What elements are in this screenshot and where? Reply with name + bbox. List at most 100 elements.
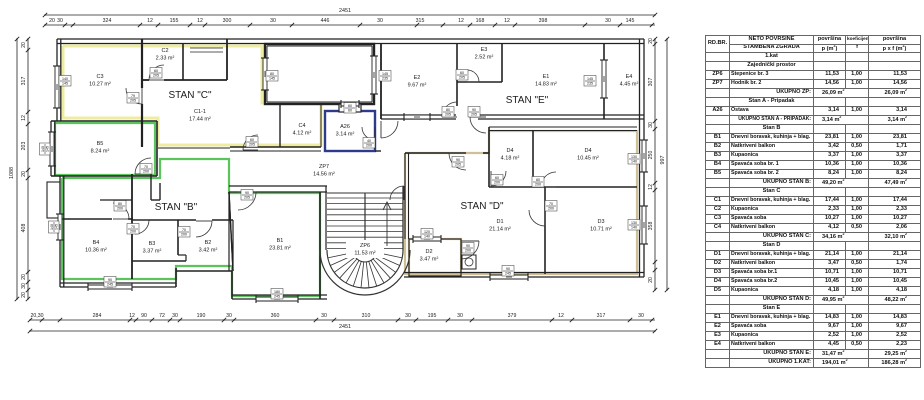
svg-text:12: 12 (648, 184, 654, 190)
svg-text:245: 245 (505, 272, 511, 276)
svg-text:14.56 m²: 14.56 m² (313, 172, 335, 178)
svg-text:30: 30 (638, 313, 644, 319)
svg-text:205: 205 (471, 113, 477, 117)
svg-text:17.44 m²: 17.44 m² (189, 117, 211, 123)
svg-text:E4: E4 (626, 74, 633, 80)
svg-text:205: 205 (153, 74, 159, 78)
svg-text:90: 90 (245, 191, 249, 195)
svg-text:90: 90 (108, 278, 112, 282)
svg-text:200: 200 (181, 233, 187, 237)
svg-text:STAN "B": STAN "B" (155, 202, 198, 213)
svg-text:205: 205 (244, 196, 250, 200)
svg-text:E1: E1 (543, 74, 550, 80)
svg-text:140: 140 (631, 160, 637, 164)
svg-text:E2: E2 (414, 75, 421, 81)
svg-text:20: 20 (21, 274, 27, 280)
svg-text:200: 200 (465, 249, 471, 253)
svg-text:14.83 m²: 14.83 m² (535, 82, 557, 88)
svg-text:70: 70 (131, 225, 135, 229)
svg-text:12: 12 (21, 115, 27, 121)
svg-text:30: 30 (270, 18, 276, 24)
svg-text:80: 80 (536, 178, 540, 182)
svg-text:10.71 m²: 10.71 m² (590, 227, 612, 233)
svg-text:3.37 m²: 3.37 m² (143, 249, 162, 255)
svg-text:20,30: 20,30 (31, 313, 44, 319)
svg-text:140: 140 (41, 146, 45, 152)
svg-text:140: 140 (62, 77, 68, 81)
svg-text:358: 358 (648, 222, 654, 231)
svg-text:90: 90 (141, 313, 147, 319)
svg-text:B1: B1 (277, 238, 284, 244)
svg-text:245: 245 (274, 295, 280, 299)
svg-text:E3: E3 (481, 47, 488, 53)
svg-text:145: 145 (269, 77, 275, 81)
svg-text:80: 80 (118, 202, 122, 206)
svg-text:C4: C4 (298, 123, 305, 129)
svg-text:200: 200 (535, 183, 541, 187)
svg-text:446: 446 (321, 18, 330, 24)
svg-text:2451: 2451 (339, 8, 351, 14)
svg-text:D2: D2 (425, 249, 432, 255)
svg-text:317: 317 (597, 313, 606, 319)
svg-text:408: 408 (21, 224, 27, 233)
svg-text:398: 398 (539, 18, 548, 24)
svg-text:145: 145 (62, 82, 68, 86)
svg-text:130: 130 (631, 221, 637, 225)
svg-text:11.53 m²: 11.53 m² (354, 251, 375, 257)
svg-text:1088: 1088 (9, 167, 15, 179)
svg-text:60: 60 (460, 71, 464, 75)
svg-text:70: 70 (144, 165, 148, 169)
svg-text:30: 30 (377, 18, 383, 24)
svg-text:140: 140 (50, 224, 54, 230)
svg-text:4.18 m²: 4.18 m² (501, 156, 520, 162)
svg-text:12: 12 (504, 18, 510, 24)
svg-text:20: 20 (648, 38, 654, 44)
svg-text:30: 30 (172, 313, 178, 319)
svg-text:B3: B3 (149, 241, 156, 247)
svg-text:60: 60 (348, 109, 352, 113)
svg-text:40: 40 (367, 139, 371, 143)
svg-text:145: 145 (626, 18, 635, 24)
svg-text:30: 30 (57, 18, 63, 24)
svg-text:2.33 m²: 2.33 m² (156, 56, 175, 62)
svg-text:30: 30 (648, 122, 654, 128)
svg-text:10.36 m²: 10.36 m² (85, 248, 107, 254)
svg-text:145: 145 (382, 72, 388, 76)
svg-text:145: 145 (46, 146, 50, 152)
svg-text:317: 317 (21, 77, 27, 86)
svg-text:B2: B2 (205, 240, 212, 246)
svg-text:4.12 m²: 4.12 m² (293, 131, 312, 137)
svg-text:30: 30 (21, 283, 27, 289)
svg-text:30: 30 (605, 18, 611, 24)
svg-text:200: 200 (494, 181, 500, 185)
svg-text:60: 60 (250, 138, 254, 142)
svg-text:60: 60 (495, 176, 499, 180)
svg-text:60: 60 (154, 69, 158, 73)
svg-text:379: 379 (508, 313, 517, 319)
svg-text:C3: C3 (96, 74, 103, 80)
svg-text:2451: 2451 (339, 324, 351, 330)
svg-text:360: 360 (271, 313, 280, 319)
svg-text:23.81 m²: 23.81 m² (269, 246, 291, 252)
svg-text:20: 20 (21, 171, 27, 177)
svg-text:C1-1: C1-1 (194, 109, 206, 115)
svg-text:30: 30 (321, 313, 327, 319)
svg-text:120: 120 (424, 230, 430, 234)
svg-text:12: 12 (197, 18, 203, 24)
svg-text:203: 203 (21, 142, 27, 151)
svg-text:72: 72 (159, 313, 165, 319)
svg-text:130: 130 (631, 155, 637, 159)
svg-text:20: 20 (21, 42, 27, 48)
svg-text:310: 310 (362, 313, 371, 319)
svg-text:3.42 m²: 3.42 m² (199, 248, 218, 254)
svg-text:140: 140 (631, 226, 637, 230)
svg-text:STAN "E": STAN "E" (506, 95, 549, 106)
svg-text:300: 300 (223, 18, 232, 24)
svg-text:12: 12 (129, 313, 135, 319)
svg-text:60: 60 (348, 104, 352, 108)
svg-text:A26: A26 (340, 124, 350, 130)
svg-text:21.14 m²: 21.14 m² (489, 227, 511, 233)
svg-text:12: 12 (147, 18, 153, 24)
svg-text:D3: D3 (597, 219, 604, 225)
svg-text:140: 140 (424, 235, 430, 239)
